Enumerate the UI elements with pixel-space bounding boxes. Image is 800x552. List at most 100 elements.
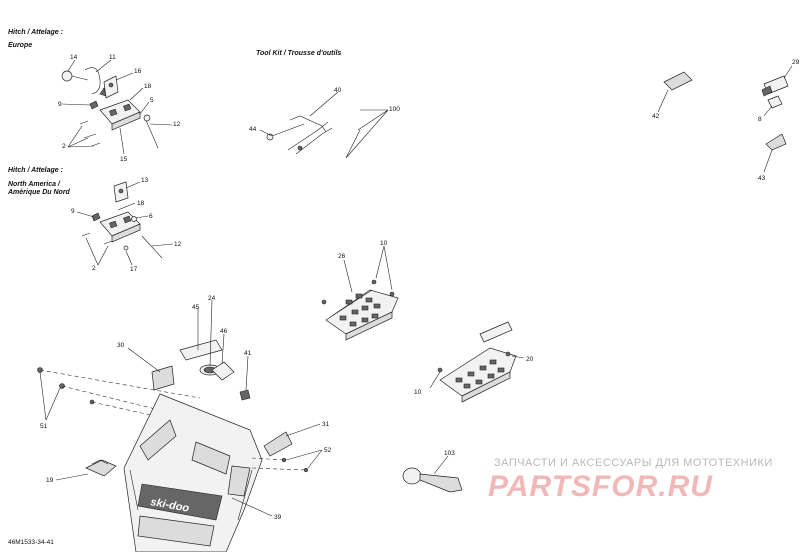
clip-41	[239, 389, 251, 401]
callout-14: 14	[70, 54, 78, 61]
callout-40: 40	[334, 87, 342, 94]
callout-29: 29	[792, 59, 800, 66]
pliers	[287, 129, 323, 155]
part-42	[663, 71, 693, 91]
callout-26: 26	[338, 253, 346, 260]
bolt-2b	[83, 133, 97, 139]
callout-8: 8	[758, 116, 762, 123]
callout-2b: 2	[92, 265, 96, 272]
hitch-rod-12-na	[141, 235, 163, 259]
decal-45	[179, 339, 223, 361]
callout-39: 39	[274, 514, 282, 521]
toolkit-title: Tool Kit / Trousse d'outils	[256, 50, 342, 57]
callout-24: 24	[208, 295, 216, 302]
lanyard-cable	[84, 67, 101, 95]
plate-na-slot-2	[123, 215, 132, 224]
leader-44	[259, 129, 273, 137]
nut-9-na	[91, 212, 101, 222]
callout-13: 13	[141, 177, 149, 184]
hitch-pin	[71, 75, 89, 81]
bolt-2-na-b	[103, 240, 113, 245]
hitch-europe-assembly	[61, 67, 159, 149]
bracket-hole	[108, 82, 114, 88]
nut-9	[89, 100, 99, 110]
hitch-na-title: Hitch / Attelage :	[8, 167, 63, 174]
callout-19: 19	[46, 477, 54, 484]
callout-17: 17	[130, 266, 138, 273]
leader-40	[309, 91, 339, 117]
hitch-plate-side	[111, 111, 141, 131]
callout-2a: 2	[62, 143, 66, 150]
callout-44: 44	[249, 126, 257, 133]
hitch-na-assembly	[81, 181, 163, 259]
watermark-logo: PARTSFOR.RU	[488, 470, 713, 503]
plate-na-slot-1	[109, 220, 118, 229]
screw-10a-1	[371, 279, 377, 285]
callout-46: 46	[220, 328, 228, 335]
footrest-20	[439, 347, 517, 403]
part-103-tube	[419, 473, 463, 493]
plate-slot-2	[123, 103, 132, 112]
callout-11: 11	[109, 54, 116, 61]
hitch-na-callout-lines	[76, 181, 174, 266]
callout-42: 42	[652, 113, 660, 120]
bolt-2-na-a	[81, 232, 91, 237]
part-29-tab	[761, 85, 773, 97]
decal-46	[211, 361, 235, 381]
front-panel-39: ski-doo	[123, 393, 263, 552]
callout-10b: 10	[414, 389, 422, 396]
callout-6: 6	[149, 213, 153, 220]
decal-31	[263, 431, 293, 457]
screw-left	[321, 299, 327, 305]
part-43	[765, 133, 787, 151]
bolt-2c	[91, 142, 101, 147]
callout-51: 51	[40, 423, 48, 430]
decal-30	[151, 365, 175, 391]
hitch-pin-ring	[61, 70, 73, 82]
washer-6	[131, 216, 137, 222]
callout-5: 5	[150, 97, 154, 104]
hitch-plate-na-side	[111, 223, 141, 243]
leader-100	[345, 109, 389, 159]
callout-100: 100	[389, 106, 400, 113]
pin-clip	[99, 87, 107, 97]
tool-kit-assembly	[266, 115, 333, 155]
hitch-na-region-line2: Amérique Du Nord	[8, 189, 70, 196]
part-103-knob	[402, 467, 422, 485]
callout-9a: 9	[58, 101, 62, 108]
part-8	[767, 95, 783, 109]
callout-16: 16	[134, 68, 142, 75]
callout-12a: 12	[173, 121, 181, 128]
callout-30: 30	[117, 342, 125, 349]
bolt-2a	[79, 120, 89, 125]
nut-17	[123, 245, 129, 251]
callout-41: 41	[244, 350, 252, 357]
part-20-plate	[479, 321, 513, 343]
screw-right	[505, 351, 511, 357]
part-19	[85, 459, 117, 477]
watermark-tagline: ЗАПЧАСТИ И АКСЕССУАРЫ ДЛЯ МОТОТЕХНИКИ	[494, 457, 773, 469]
screw-10a-2	[389, 291, 395, 297]
wrench-44	[271, 123, 305, 137]
callout-18a: 18	[144, 83, 152, 90]
hitch-europe-callout-lines	[61, 59, 173, 155]
callout-45: 45	[192, 304, 200, 311]
callout-103: 103	[444, 450, 455, 457]
footrest-26	[325, 289, 399, 341]
diagram-code: 46M1533-34-41	[8, 539, 54, 546]
hitch-europe-title: Hitch / Attelage :	[8, 29, 63, 36]
plate-slot-1	[109, 108, 118, 117]
callout-31: 31	[322, 421, 330, 428]
callout-9b: 9	[71, 208, 75, 215]
pliers-pivot	[297, 145, 303, 151]
pliers-jaws	[317, 121, 333, 135]
hitch-europe-region: Europe	[8, 42, 33, 49]
callout-52: 52	[324, 447, 332, 454]
bracket-hole-na	[118, 188, 124, 194]
washer-5	[143, 114, 151, 122]
hex-key-40	[289, 115, 327, 133]
callout-10a: 10	[380, 240, 388, 247]
hitch-rod-12	[144, 117, 159, 149]
